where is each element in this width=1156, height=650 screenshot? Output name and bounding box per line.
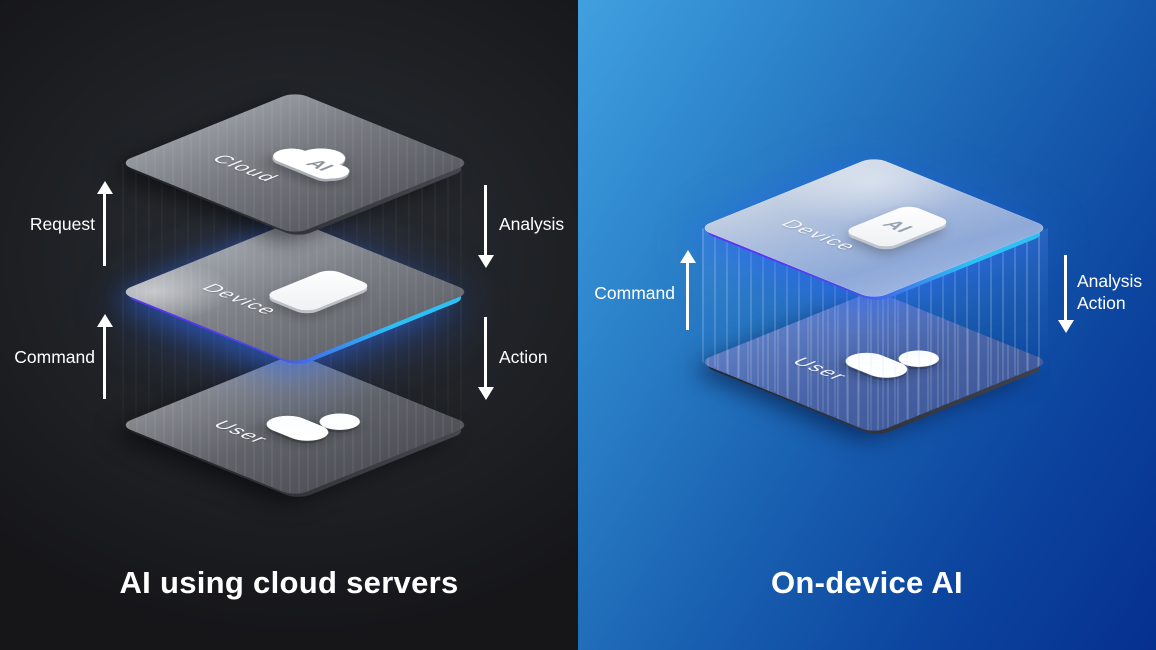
layer-label: Device (775, 217, 864, 253)
action-arrow-down (477, 317, 494, 400)
cloud-ai-icon: AI (273, 148, 350, 179)
command-arrow-up (96, 314, 113, 399)
layer-cloud: AI Cloud (118, 38, 472, 288)
layer-device: AI Device (697, 103, 1051, 353)
on-device-ai-panel: User AI Device Command Analysis Action O… (578, 0, 1156, 650)
request-arrow-up (96, 181, 113, 266)
user-icon (266, 413, 361, 441)
left-panel-title: AI using cloud servers (119, 565, 459, 600)
action-label: Action (1077, 293, 1126, 313)
analysis-arrow-down (477, 185, 494, 268)
analysis-action-arrow-down (1057, 255, 1074, 333)
analysis-label: Analysis (499, 214, 565, 234)
action-label: Action (499, 347, 548, 367)
ai-badge: AI (877, 217, 919, 235)
right-panel-title: On-device AI (771, 565, 963, 600)
layer-user: User (118, 300, 472, 550)
cloud-ai-panel: User Device AI (0, 0, 578, 650)
analysis-action-label: Analysis Action (1077, 270, 1142, 314)
plate-surface: User (697, 290, 1051, 434)
user-icon (845, 350, 940, 378)
request-label: Request (29, 214, 95, 234)
command-arrow-up (679, 250, 696, 330)
command-label: Command (14, 347, 95, 367)
plate-surface: AI Cloud (118, 91, 472, 235)
command-label: Command (594, 283, 675, 303)
analysis-label: Analysis (1077, 271, 1143, 291)
plate-surface: AI Device (697, 156, 1051, 300)
layer-user: User (697, 237, 1051, 487)
plate-surface: User (118, 353, 472, 497)
